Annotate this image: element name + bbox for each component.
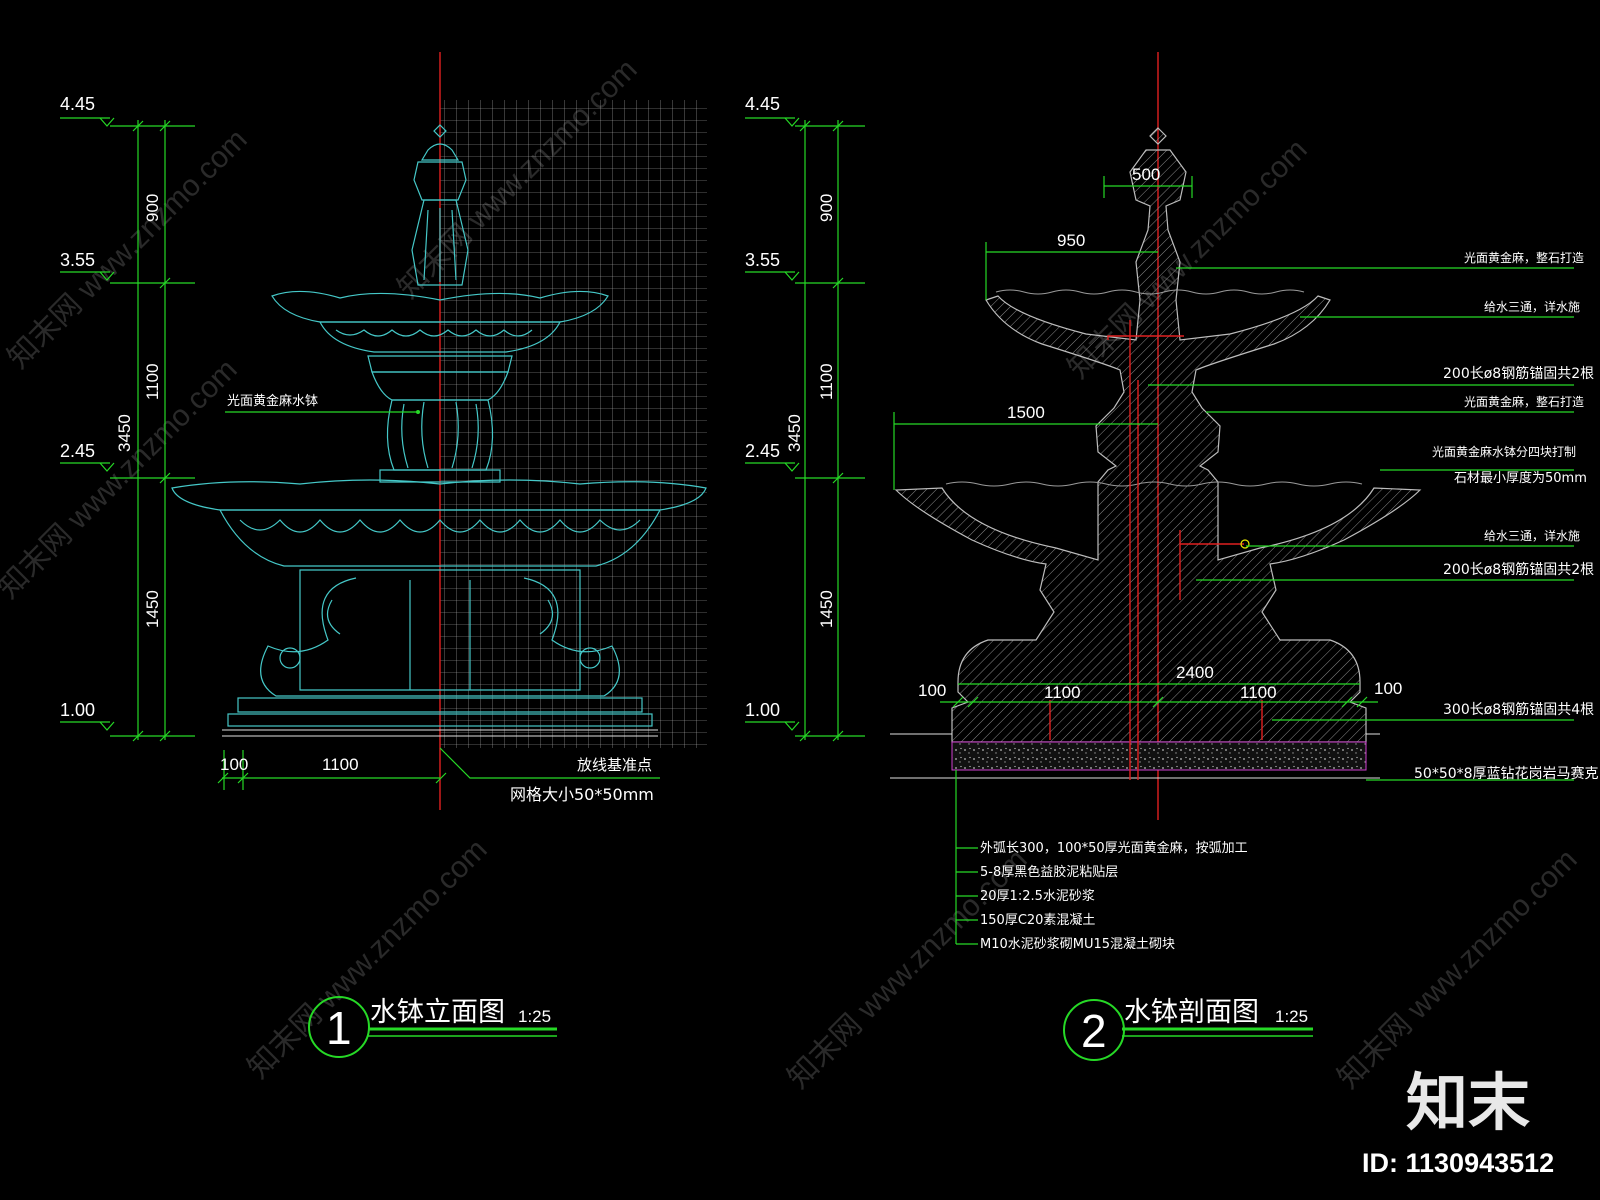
level-label: 4.45 bbox=[60, 94, 95, 114]
layer-note: 外弧长300，100*50厚光面黄金麻，按弧加工 bbox=[980, 840, 1248, 856]
vertical-dimensions: 900 1100 3450 1450 bbox=[785, 120, 844, 742]
dim-label: 1100 bbox=[1044, 683, 1081, 702]
dim-label: 3450 bbox=[785, 414, 804, 452]
dim-label: 1100 bbox=[817, 363, 836, 400]
image-id: ID: 1130943512 bbox=[1362, 1148, 1554, 1178]
dim-label: 1100 bbox=[322, 755, 359, 774]
brand-watermark: 知末 ID: 1130943512 bbox=[1362, 1066, 1554, 1178]
elevation-title: 1 水钵立面图 1:25 bbox=[308, 996, 557, 1058]
dim-label: 2400 bbox=[1176, 663, 1214, 682]
material-note: 200长ø8钢筋锚固共2根 bbox=[1443, 365, 1594, 382]
drawing-scale: 1:25 bbox=[518, 1007, 551, 1026]
layer-note: 20厚1:2.5水泥砂浆 bbox=[980, 889, 1095, 904]
material-note: 给水三通，详水施 bbox=[1484, 299, 1580, 314]
level-label: 3.55 bbox=[60, 250, 95, 270]
drawing-number: 2 bbox=[1081, 1005, 1107, 1057]
watermark-layer: 知末网 www.znzmo.com 知末网 www.znzmo.com 知末网 … bbox=[0, 53, 1584, 1095]
watermark-text: 知末网 www.znzmo.com bbox=[2, 123, 254, 375]
horizontal-dimensions: 100 1100 bbox=[217, 750, 447, 790]
dim-label: 100 bbox=[220, 755, 248, 774]
section-body bbox=[894, 127, 1422, 743]
drawing-scale: 1:25 bbox=[1275, 1007, 1308, 1026]
fountain-section bbox=[890, 127, 1422, 780]
bowl-material-label: 光面黄金麻水钵 bbox=[227, 393, 318, 409]
level-marks: 4.45 3.55 2.45 1.00 bbox=[745, 94, 865, 737]
elevation-view: 4.45 3.55 2.45 1.00 900 1100 3450 1450 bbox=[60, 52, 707, 1058]
mosaic-layer bbox=[951, 741, 1367, 771]
dim-label: 100 bbox=[1374, 679, 1402, 698]
dim-label: 500 bbox=[1132, 165, 1160, 184]
internal-dimensions: 500 950 1500 2400 100 1100 1100 100 bbox=[893, 165, 1402, 708]
level-label: 4.45 bbox=[745, 94, 780, 114]
material-note: 光面黄金麻，整石打造 bbox=[1464, 250, 1584, 265]
level-label: 2.45 bbox=[745, 441, 780, 461]
dim-label: 1450 bbox=[817, 590, 836, 628]
vertical-dimensions: 900 1100 3450 1450 bbox=[115, 120, 171, 742]
level-label: 1.00 bbox=[60, 700, 95, 720]
section-view: 4.45 3.55 2.45 1.00 900 1100 3450 1450 bbox=[745, 52, 1599, 1061]
dim-label: 1100 bbox=[1240, 683, 1277, 702]
dim-label: 1500 bbox=[1007, 403, 1045, 422]
dim-label: 900 bbox=[817, 194, 836, 222]
material-note: 给水三通，详水施 bbox=[1484, 528, 1580, 543]
right-notes: 光面黄金麻，整石打造 给水三通，详水施 200长ø8钢筋锚固共2根 光面黄金麻，… bbox=[1148, 250, 1599, 782]
watermark-text: 知末网 www.znzmo.com bbox=[0, 353, 244, 605]
level-marks: 4.45 3.55 2.45 1.00 bbox=[60, 94, 195, 737]
dim-label: 100 bbox=[918, 681, 946, 700]
material-note: 光面黄金麻，整石打造 bbox=[1464, 394, 1584, 409]
section-title: 2 水钵剖面图 1:25 bbox=[1063, 997, 1313, 1061]
fountain-elevation bbox=[171, 124, 707, 737]
level-label: 2.45 bbox=[60, 441, 95, 461]
dim-label: 3450 bbox=[115, 414, 134, 452]
layer-notes: 外弧长300，100*50厚光面黄金麻，按弧加工 5-8厚黑色益胶泥粘贴层 20… bbox=[955, 770, 1248, 952]
brand-logo: 知末 bbox=[1406, 1066, 1530, 1139]
watermark-text: 知末网 www.znzmo.com bbox=[1332, 843, 1584, 1095]
layer-note: M10水泥砂浆砌MU15混凝土砌块 bbox=[980, 936, 1175, 952]
watermark-text: 知末网 www.znzmo.com bbox=[242, 833, 494, 1085]
watermark-text: 知末网 www.znzmo.com bbox=[782, 843, 1034, 1095]
drawing-number: 1 bbox=[326, 1002, 352, 1054]
level-label: 3.55 bbox=[745, 250, 780, 270]
baseline-label: 放线基准点 bbox=[577, 756, 652, 774]
level-label: 1.00 bbox=[745, 700, 780, 720]
material-note: 300长ø8钢筋锚固共4根 bbox=[1443, 701, 1594, 718]
dim-label: 1450 bbox=[143, 590, 162, 628]
layer-note: 5-8厚黑色益胶泥粘贴层 bbox=[980, 864, 1118, 880]
material-note: 石材最小厚度为50mm bbox=[1454, 470, 1587, 486]
grid-size-label: 网格大小50*50mm bbox=[510, 785, 654, 804]
layer-note: 150厚C20素混凝土 bbox=[980, 912, 1095, 928]
drawing-title: 水钵剖面图 bbox=[1124, 997, 1259, 1028]
drawing-title: 水钵立面图 bbox=[370, 997, 505, 1028]
reference-grid bbox=[440, 100, 707, 748]
dim-label: 950 bbox=[1057, 231, 1085, 250]
dim-label: 900 bbox=[143, 194, 162, 222]
material-note: 50*50*8厚蓝钻花岗岩马赛克 bbox=[1414, 766, 1599, 782]
material-note: 200长ø8钢筋锚固共2根 bbox=[1443, 561, 1594, 578]
material-note: 光面黄金麻水钵分四块打制 bbox=[1432, 444, 1576, 459]
dim-label: 1100 bbox=[143, 363, 162, 400]
